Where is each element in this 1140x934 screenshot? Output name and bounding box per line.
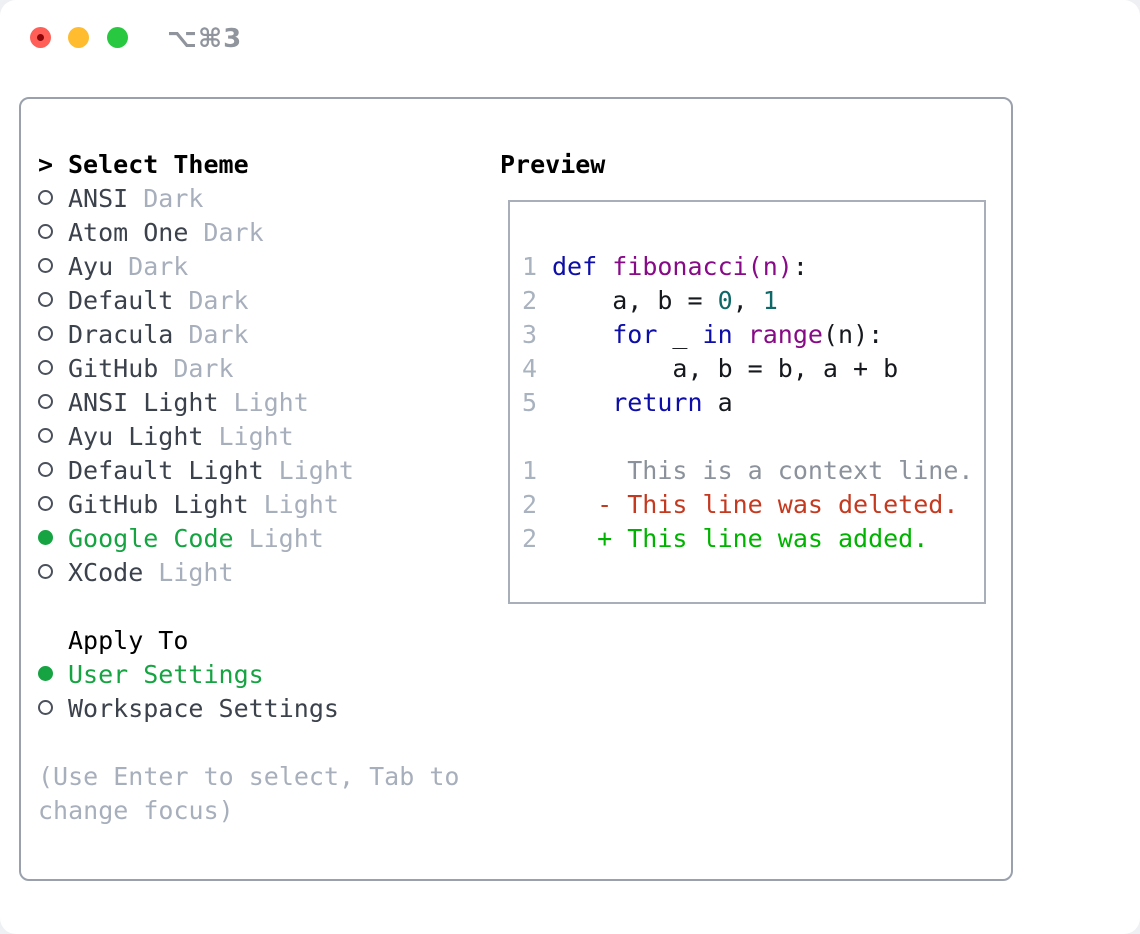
- code-token: for: [612, 320, 658, 349]
- line-number: 1: [522, 456, 538, 485]
- code-token: range: [747, 320, 823, 349]
- code-token: :: [792, 252, 808, 281]
- line-number: 3: [522, 320, 538, 349]
- diff-deleted-line: 2 - This line was deleted.: [522, 488, 984, 522]
- line-number: 5: [522, 388, 538, 417]
- radio-unselected-icon: [38, 394, 53, 409]
- help-text-line1: (Use Enter to select, Tab to: [38, 762, 460, 791]
- code-token: ,: [732, 286, 763, 315]
- code-line: 3 for _ in range(n):: [522, 318, 984, 352]
- radio-unselected-icon: [38, 496, 53, 511]
- focus-caret-icon: >: [38, 150, 54, 179]
- radio-unselected-icon: [38, 326, 53, 341]
- diff-added-line: 2 + This line was added.: [522, 522, 984, 556]
- code-line: 2 a, b = 0, 1: [522, 284, 984, 318]
- code-token: fibonacci(n): [612, 252, 793, 281]
- code-token: [552, 320, 612, 349]
- code-token: return: [612, 388, 703, 417]
- line-number: 2: [522, 524, 538, 553]
- radio-selected-icon: [38, 530, 53, 545]
- code-token: a, b = b, a + b: [552, 354, 899, 383]
- close-button[interactable]: [30, 27, 51, 48]
- minimize-button[interactable]: [68, 27, 89, 48]
- diff-context-line: 1 This is a context line.: [522, 454, 984, 488]
- code-token: [552, 388, 612, 417]
- line-number: 1: [522, 252, 538, 281]
- code-token: _: [657, 320, 703, 349]
- diff-text: - This line was deleted.: [552, 490, 959, 519]
- line-number: 2: [522, 490, 538, 519]
- radio-selected-icon: [38, 666, 53, 681]
- radio-unselected-icon: [38, 564, 53, 579]
- zoom-button[interactable]: [107, 27, 128, 48]
- blank-line: [522, 420, 984, 454]
- radio-unselected-icon: [38, 190, 53, 205]
- radio-unselected-icon: [38, 462, 53, 477]
- preview-pane: 1 def fibonacci(n): 2 a, b = 0, 1 3 for _…: [508, 200, 986, 604]
- gap: [38, 726, 459, 760]
- select-theme-header: > Select Theme: [38, 148, 459, 182]
- code-line: 4 a, b = b, a + b: [522, 352, 984, 386]
- line-number: 4: [522, 354, 538, 383]
- code-line: 1 def fibonacci(n):: [522, 250, 984, 284]
- code-token: 1: [762, 286, 778, 315]
- titlebar: ⌥⌘3: [0, 0, 1140, 72]
- radio-unselected-icon: [38, 258, 53, 273]
- diff-text: + This line was added.: [552, 524, 929, 553]
- code-token: def: [552, 252, 598, 281]
- diff-text: This is a context line.: [552, 456, 974, 485]
- gap: [38, 590, 459, 624]
- code-token: 0: [717, 286, 733, 315]
- code-token: in: [702, 320, 733, 349]
- code-token: [733, 320, 748, 349]
- radio-unselected-icon: [38, 700, 53, 715]
- code-token: a: [702, 388, 733, 417]
- line-number: 2: [522, 286, 538, 315]
- select-theme-title: Select Theme: [68, 150, 249, 179]
- radio-unselected-icon: [38, 292, 53, 307]
- radio-unselected-icon: [38, 360, 53, 375]
- code-token: [597, 252, 612, 281]
- apply-option-user-settings[interactable]: User Settings: [38, 658, 459, 692]
- code-line: 5 return a: [522, 386, 984, 420]
- radio-unselected-icon: [38, 224, 53, 239]
- preview-header: Preview: [500, 150, 606, 179]
- help-text-line2: change focus): [38, 796, 234, 825]
- code-token: a, b =: [552, 286, 718, 315]
- window-title: ⌥⌘3: [167, 24, 243, 54]
- radio-unselected-icon: [38, 428, 53, 443]
- apply-to-header: Apply To: [68, 626, 189, 655]
- apply-option-workspace-settings[interactable]: Workspace Settings: [38, 692, 459, 726]
- code-token: (n):: [822, 320, 884, 349]
